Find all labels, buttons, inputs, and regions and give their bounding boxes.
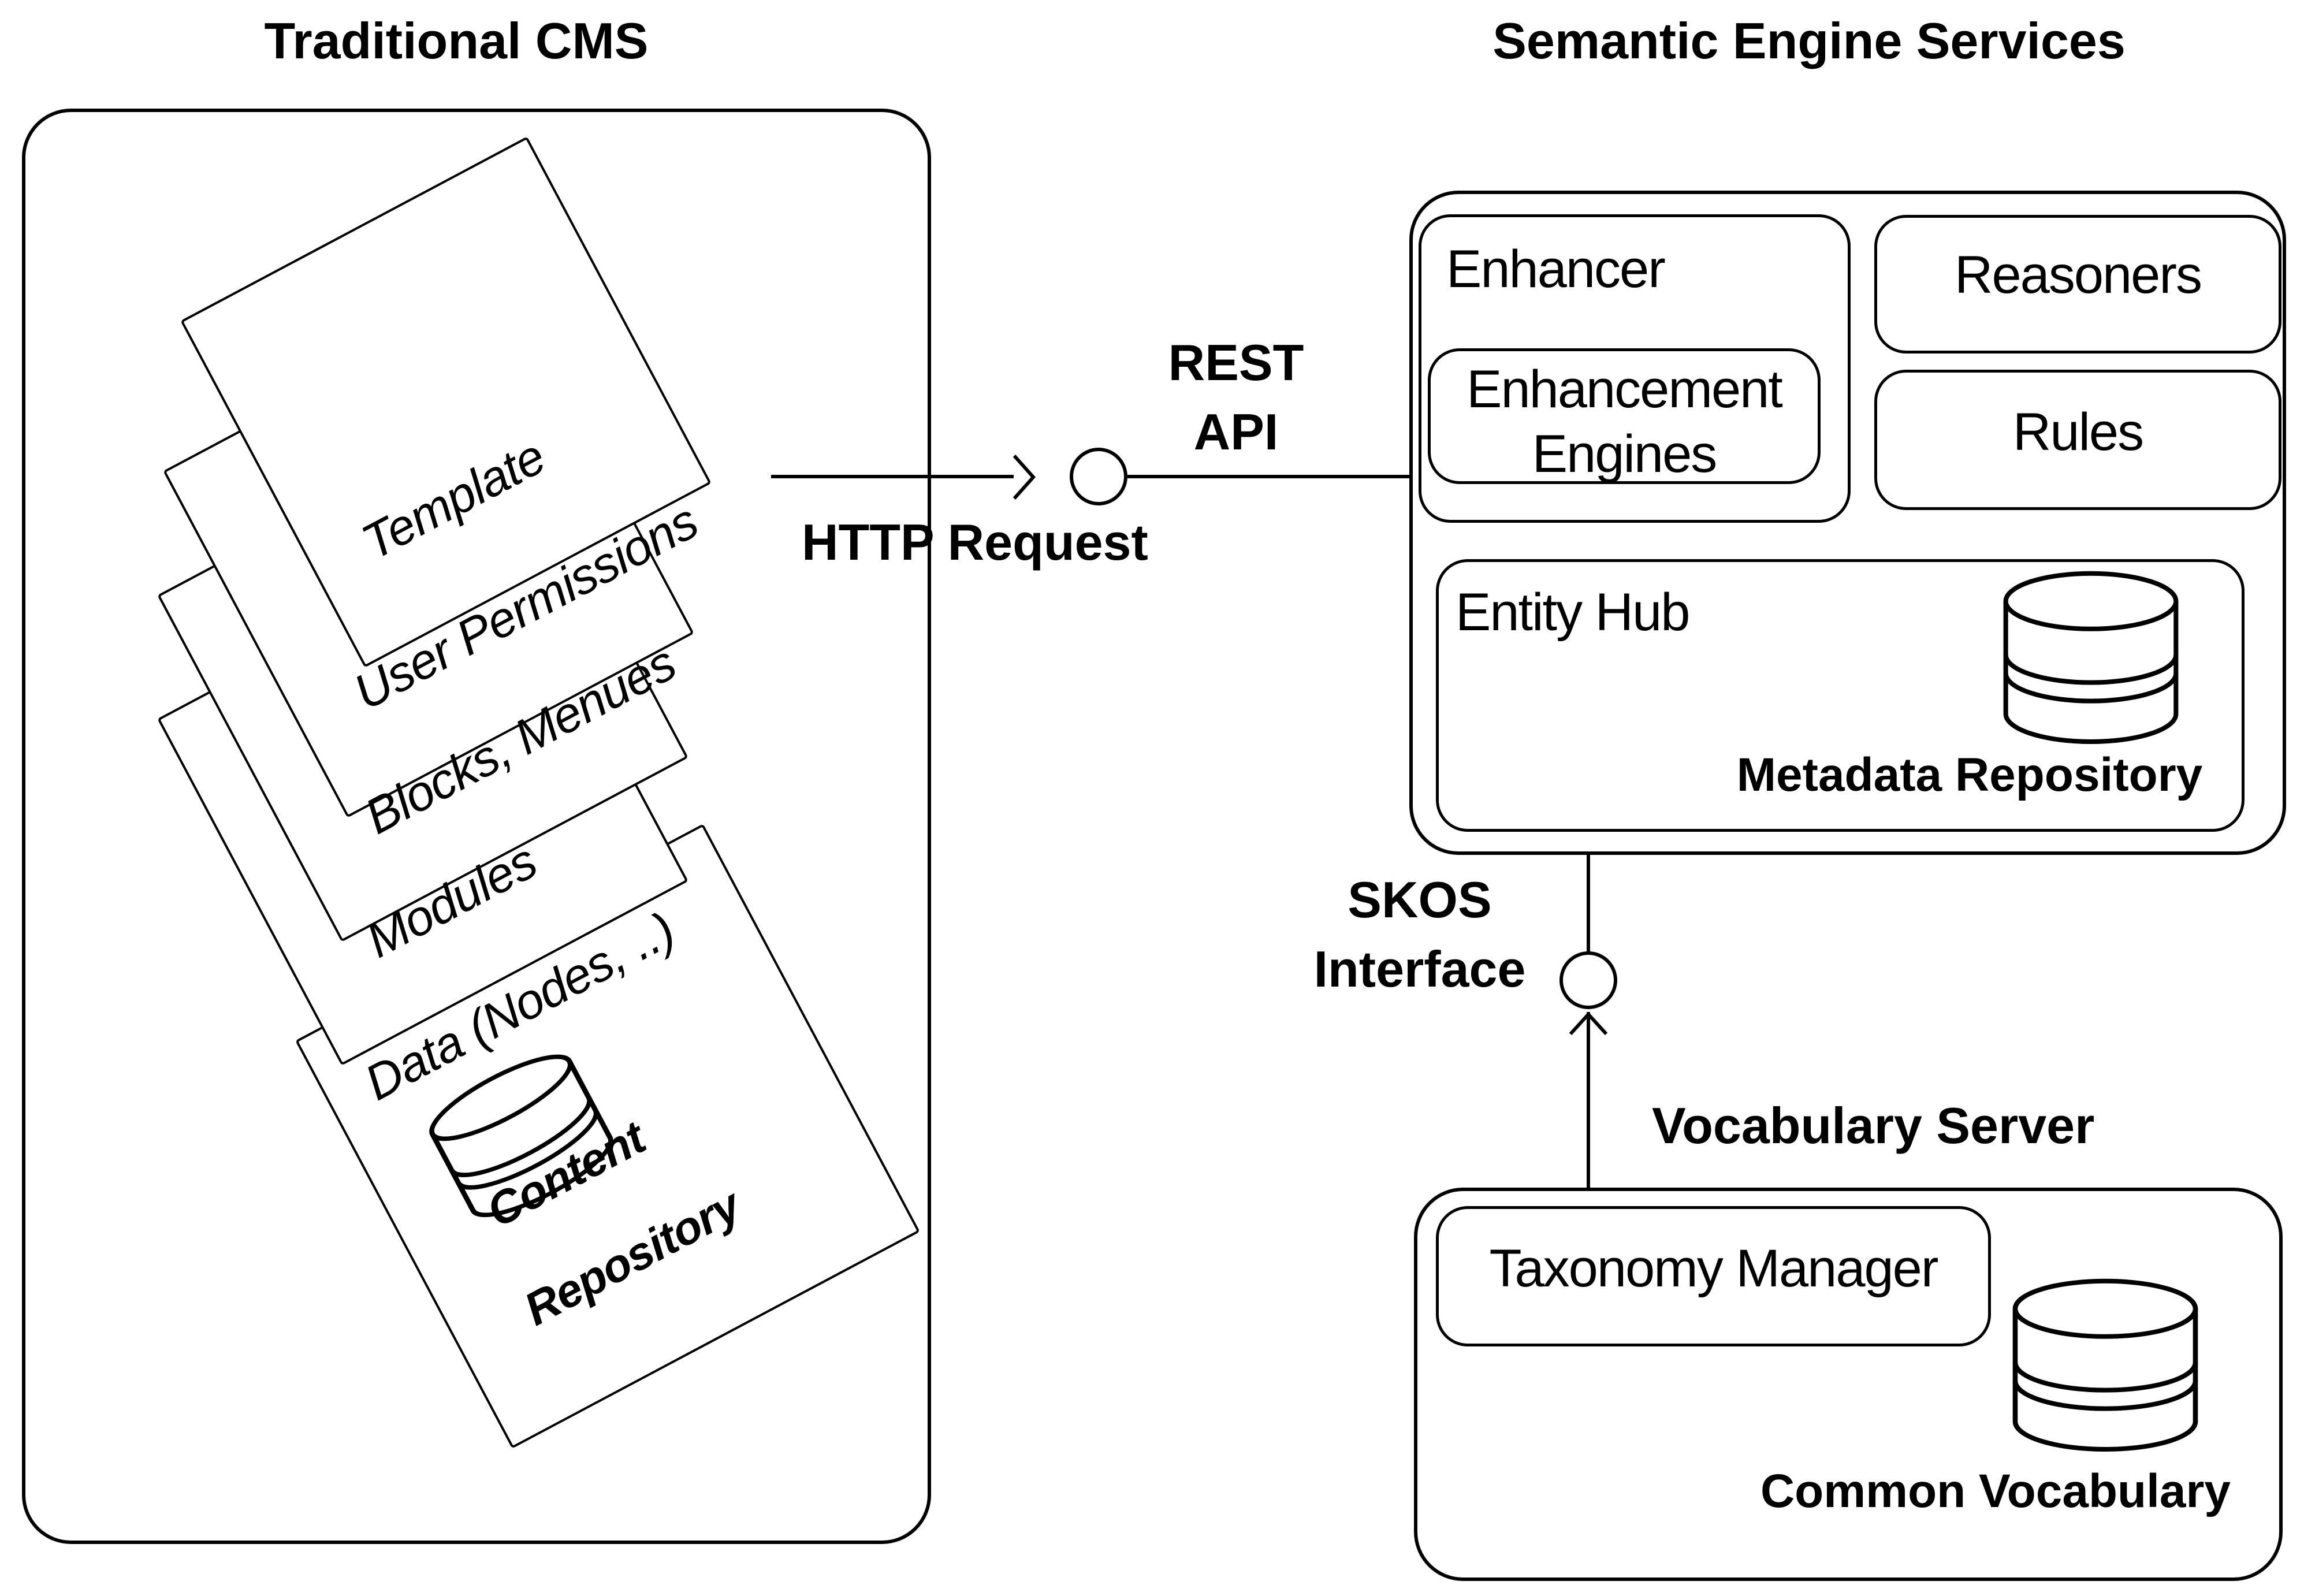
entity-hub-label: Entity Hub — [1456, 583, 1690, 642]
metadata-repository-database-icon — [1993, 566, 2189, 751]
arrow-up-icon — [1568, 1011, 1609, 1036]
enhancement-engines-label-line1: Enhancement — [1466, 360, 1783, 419]
rest-api-label-line1: REST — [1168, 334, 1304, 391]
rules-box — [1874, 370, 2281, 510]
http-request-line — [771, 475, 1014, 478]
reasoners-label: Reasoners — [1955, 245, 2202, 304]
vocabulary-server-title: Vocabulary Server — [1652, 1097, 2095, 1154]
skos-interface-label-line1: SKOS — [1348, 871, 1492, 928]
metadata-repository-label: Metadata Repository — [1736, 749, 2203, 801]
rest-api-interface-circle — [1070, 448, 1127, 505]
rest-api-line — [1127, 475, 1410, 478]
rest-api-label-line2: API — [1193, 403, 1279, 460]
semantic-engine-title: Semantic Engine Services — [1492, 12, 2126, 69]
arrow-right-icon — [1012, 453, 1036, 501]
common-vocabulary-label: Common Vocabulary — [1760, 1465, 2231, 1517]
skos-interface-label-line2: Interface — [1313, 940, 1526, 998]
http-request-label: HTTP Request — [802, 514, 1148, 571]
skos-line-upper — [1587, 855, 1590, 953]
taxonomy-manager-box — [1436, 1206, 1991, 1346]
enhancement-engines-label-line2: Engines — [1532, 425, 1717, 483]
enhancement-engines-box — [1428, 348, 1821, 484]
content-repository-database-icon — [410, 1032, 634, 1241]
skos-line-lower — [1587, 1012, 1590, 1189]
skos-interface-circle — [1559, 951, 1617, 1009]
enhancer-label: Enhancer — [1446, 240, 1666, 299]
rules-label: Rules — [2012, 403, 2144, 462]
common-vocabulary-database-icon — [2001, 1274, 2209, 1459]
reasoners-box — [1874, 215, 2281, 354]
taxonomy-manager-label: Taxonomy Manager — [1489, 1239, 1939, 1298]
traditional-cms-title: Traditional CMS — [264, 12, 649, 69]
